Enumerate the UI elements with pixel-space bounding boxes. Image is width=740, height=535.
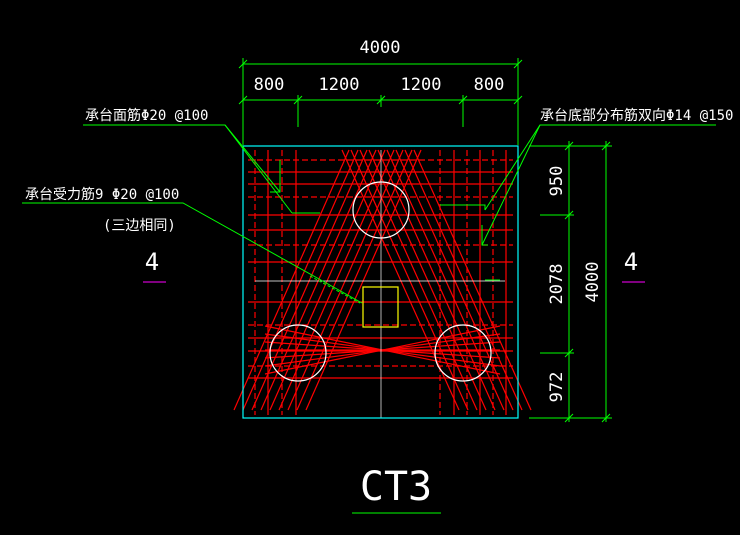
right-dimension	[529, 141, 612, 423]
rebar-line	[413, 149, 532, 411]
dim-top-seg-1: 800	[254, 75, 285, 95]
rebar-line	[359, 149, 478, 411]
rebar-line	[350, 149, 469, 411]
label-bottom-rebar: 承台底部分布筋双向Φ14 @150	[540, 107, 733, 124]
pile-cap-outline	[242, 145, 519, 419]
rebar-line	[377, 149, 496, 411]
dim-right-seg-3: 972	[547, 372, 567, 403]
dim-right-seg-1: 950	[547, 166, 567, 197]
rebar-line	[404, 149, 523, 411]
rebar-line	[368, 149, 487, 411]
column	[362, 286, 399, 328]
rebar-line	[386, 149, 505, 411]
pile-bottom-left	[269, 324, 327, 382]
rebar-line	[264, 325, 501, 375]
rebar-line	[260, 149, 377, 411]
section-mark-left: 4	[145, 248, 159, 276]
rebar-line	[305, 149, 422, 411]
rebar-hatching	[233, 149, 532, 415]
top-dimension	[238, 58, 523, 145]
rebar-line	[395, 149, 514, 411]
center-lines	[255, 150, 505, 418]
label-main-rebar: 承台受力筋9 Φ20 @100	[25, 186, 179, 203]
rebar-line	[251, 149, 368, 411]
pile-bottom-right	[434, 324, 492, 382]
rebar-line	[287, 149, 404, 411]
rebar-line	[296, 149, 413, 411]
dim-top-total: 4000	[360, 38, 401, 58]
rebar-line	[269, 149, 386, 411]
drawing-title: CT3	[360, 464, 432, 510]
dim-right-seg-2: 2078	[547, 264, 567, 305]
section-mark-right: 4	[624, 248, 638, 276]
dim-top-seg-2: 1200	[319, 75, 360, 95]
label-main-rebar-note: (三边相同)	[103, 218, 176, 234]
rebar-line	[233, 149, 350, 411]
rebar-line	[242, 149, 359, 411]
label-top-rebar: 承台面筋Φ20 @100	[85, 107, 208, 124]
dim-top-seg-3: 1200	[401, 75, 442, 95]
dim-top-seg-4: 800	[474, 75, 505, 95]
dim-right-total: 4000	[583, 262, 603, 303]
leader-lines	[22, 124, 716, 304]
rebar-line	[341, 149, 460, 411]
